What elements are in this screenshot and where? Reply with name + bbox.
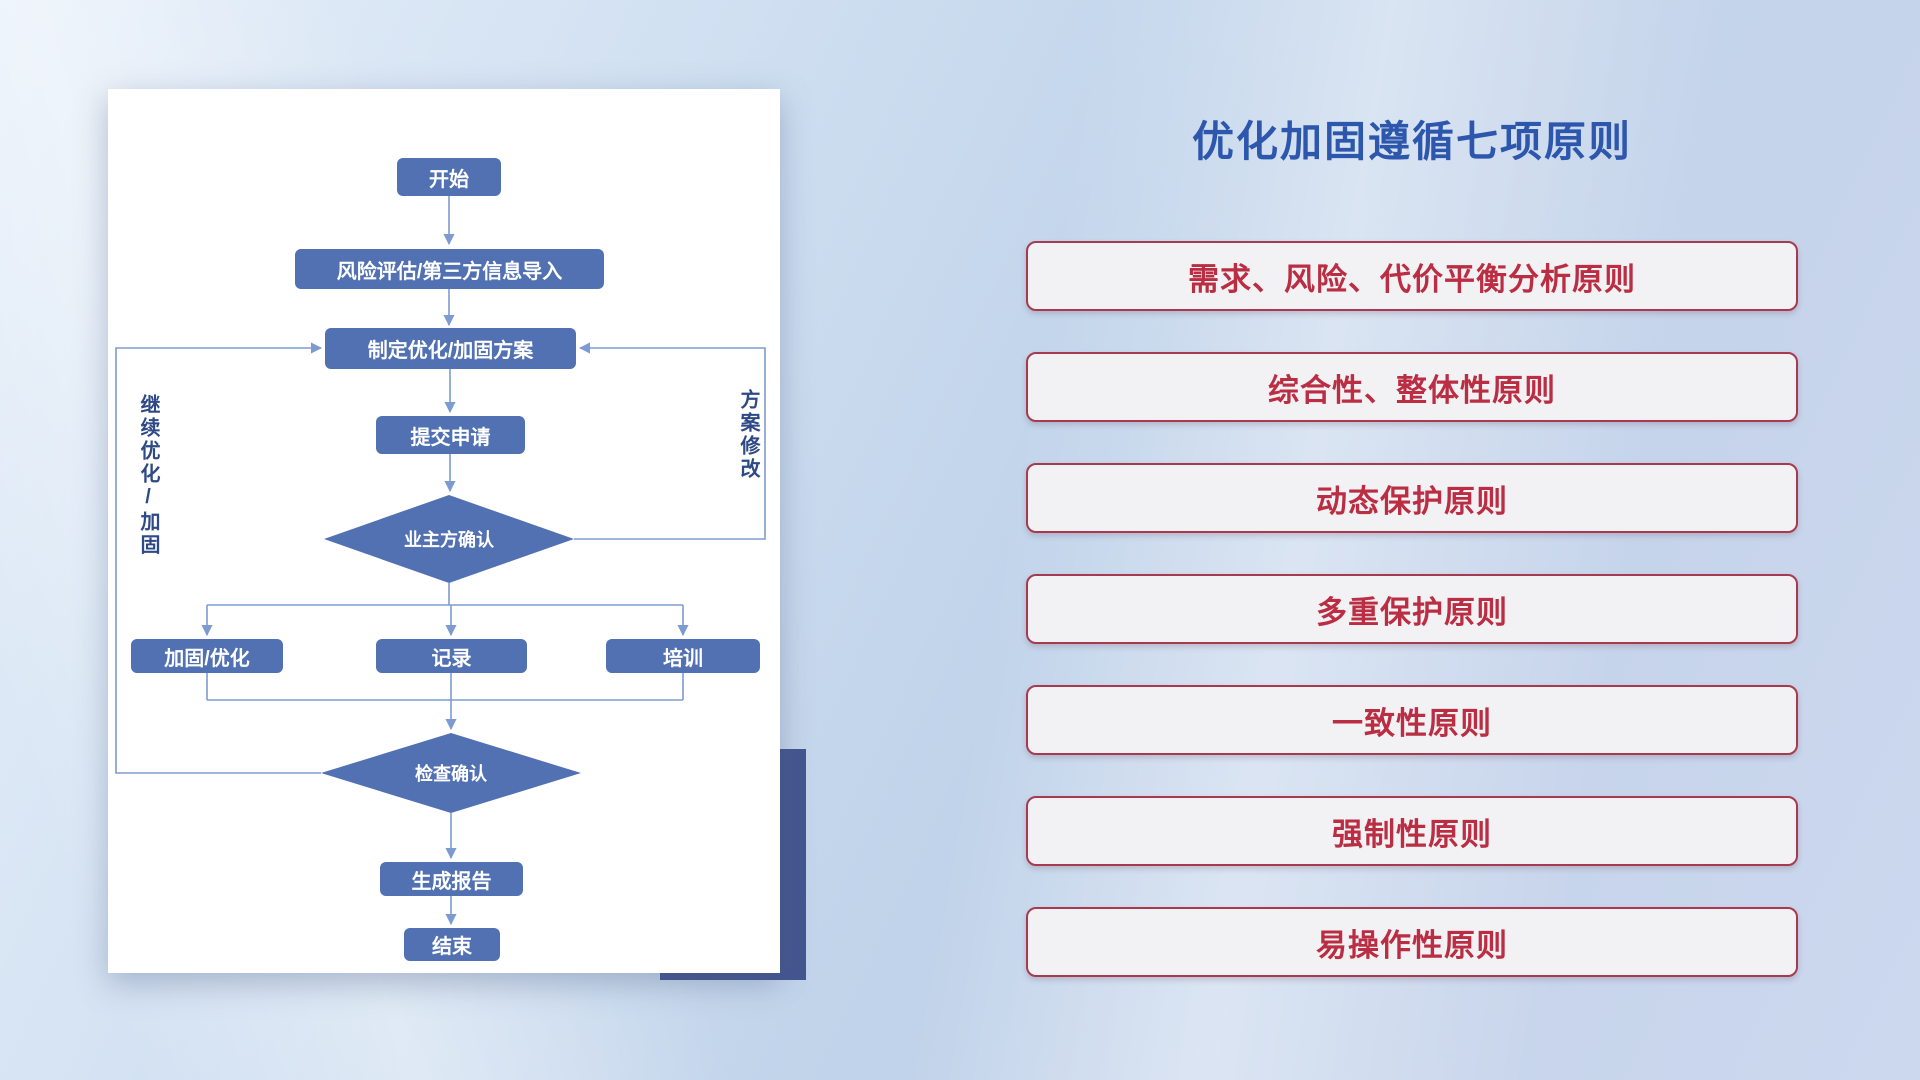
- principle-item-mandatory: 强制性原则: [1026, 796, 1798, 866]
- edge-label-continue-optimize: 继续优化/加固: [137, 394, 159, 557]
- principle-item-comprehensive: 综合性、整体性原则: [1026, 352, 1798, 422]
- principle-item-consistency: 一致性原则: [1026, 685, 1798, 755]
- flowchart-card: 开始 风险评估/第三方信息导入 制定优化/加固方案 提交申请 业主方确认 加固/…: [108, 89, 780, 973]
- node-record: 记录: [376, 639, 527, 673]
- node-make-plan: 制定优化/加固方案: [325, 328, 576, 369]
- principles-list: 需求、风险、代价平衡分析原则 综合性、整体性原则 动态保护原则 多重保护原则 一…: [1026, 241, 1798, 1018]
- node-start: 开始: [397, 158, 501, 196]
- edge-label-plan-revise: 方案修改: [737, 389, 759, 481]
- node-submit-request: 提交申请: [376, 416, 525, 454]
- node-generate-report: 生成报告: [380, 862, 523, 896]
- principle-item-dynamic-protection: 动态保护原则: [1026, 463, 1798, 533]
- flowchart-connectors: [115, 196, 766, 926]
- node-training: 培训: [606, 639, 760, 673]
- principle-item-balance: 需求、风险、代价平衡分析原则: [1026, 241, 1798, 311]
- node-end: 结束: [404, 928, 500, 961]
- page-title: 优化加固遵循七项原则: [1191, 118, 1632, 165]
- principle-item-multi-protection: 多重保护原则: [1026, 574, 1798, 644]
- node-harden-optimize: 加固/优化: [131, 639, 283, 673]
- node-risk-import: 风险评估/第三方信息导入: [295, 249, 604, 289]
- principle-item-operability: 易操作性原则: [1026, 907, 1798, 977]
